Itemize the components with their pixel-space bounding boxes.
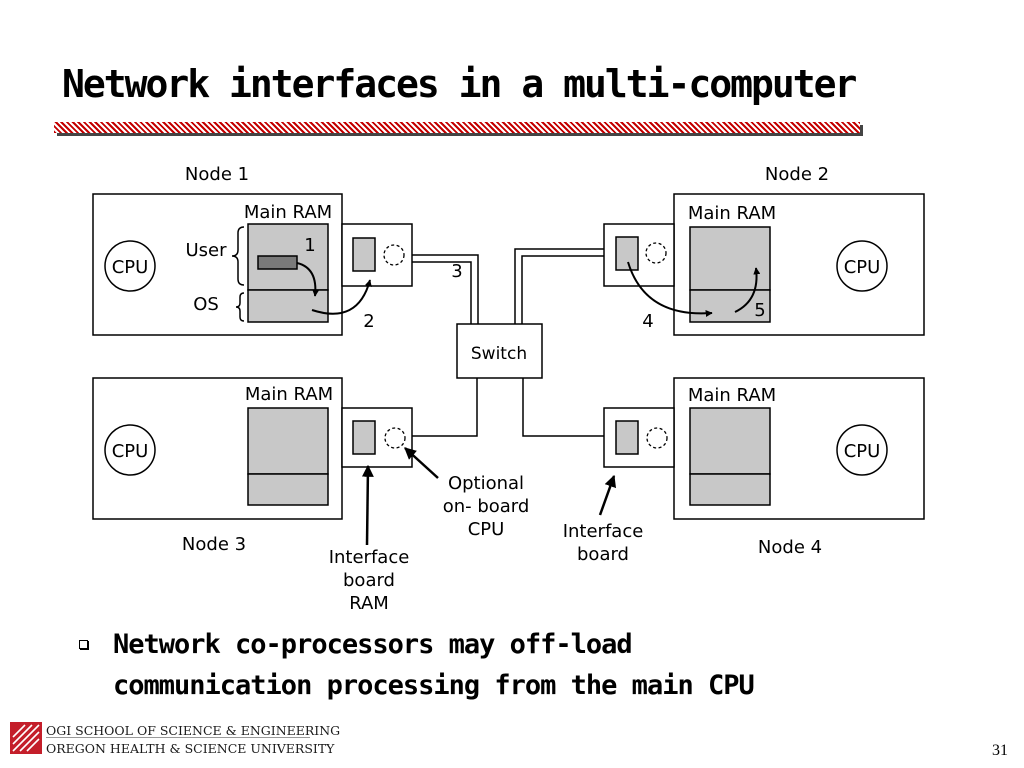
main-ram-os: [689, 473, 771, 506]
cpu: [836, 240, 888, 292]
interface-board-ram: [615, 236, 639, 271]
interface-board-ram: [615, 420, 639, 455]
main-ram-user: [247, 407, 329, 475]
annotation-line: RAM: [349, 593, 389, 614]
step-4-label: 4: [642, 311, 653, 332]
os-brace: [235, 292, 245, 322]
onboard-cpu: [645, 242, 667, 264]
node-label: Node 2: [765, 164, 829, 185]
bullet-text: Network co-processors may off-load commu…: [113, 624, 755, 706]
step-5-label: 5: [754, 300, 765, 321]
bullet-marker: [79, 640, 88, 649]
cpu-label: CPU: [112, 441, 149, 462]
bullet-line: Network co-processors may off-load: [113, 629, 633, 660]
cable-node2-switch: [514, 248, 627, 335]
cpu: [104, 424, 156, 476]
annotation-line: CPU: [468, 519, 505, 540]
onboard-cpu: [383, 244, 405, 266]
annotation-line: board: [343, 570, 395, 591]
callouts: [361, 447, 616, 546]
node-4: CPU Main RAM Node 4: [603, 377, 925, 558]
interface-board-ram-callout: [361, 464, 374, 546]
node-2: Node 2 CPU Main RAM: [603, 164, 925, 336]
ram-label: Main RAM: [244, 202, 332, 223]
ohsu-logo: [10, 722, 42, 754]
main-ram-os: [689, 289, 771, 323]
interface-board-ram: [352, 420, 376, 455]
cpu-label: CPU: [844, 257, 881, 278]
node-label: Node 3: [182, 534, 246, 555]
footer-school-name: OGI SCHOOL OF SCIENCE & ENGINEERING: [46, 723, 341, 738]
page-number: 31: [992, 742, 1008, 759]
switch: Switch: [456, 323, 543, 379]
footer-university-name: OREGON HEALTH & SCIENCE UNIVERSITY: [46, 741, 335, 756]
title-underline: [54, 122, 860, 133]
step-3-label: 3: [451, 261, 462, 282]
main-ram-user: [689, 226, 771, 291]
cpu: [104, 240, 156, 292]
interface-board-ram: [352, 237, 376, 272]
switch-label: Switch: [471, 344, 527, 364]
step-1-arrow: [296, 262, 320, 297]
ram-label: Main RAM: [688, 385, 776, 406]
optional-cpu-annotation: Optional on- board CPU: [443, 473, 530, 540]
cable-node2-switch-inner: [521, 255, 627, 335]
step-2-arrow: [311, 279, 372, 315]
user-brace: [231, 226, 245, 286]
node-3: CPU Main RAM Node 3: [92, 377, 413, 555]
footer-divider: [46, 737, 310, 738]
node-label: Node 4: [758, 537, 822, 558]
node-label: Node 1: [185, 164, 249, 185]
cpu-label: CPU: [844, 441, 881, 462]
os-label: OS: [193, 294, 219, 315]
ram-label: Main RAM: [688, 203, 776, 224]
ram-label: Main RAM: [245, 384, 333, 405]
onboard-cpu: [646, 427, 668, 449]
user-buffer: [257, 255, 298, 270]
node-1: Node 1 CPU Main RAM User OS: [92, 164, 413, 336]
interface-board-annotation: Interface board: [563, 521, 644, 565]
cpu: [836, 424, 888, 476]
interface-board-ram-annotation: Interface board RAM: [329, 547, 410, 614]
annotation-line: Optional: [448, 473, 524, 494]
optional-cpu-callout: [404, 447, 439, 479]
cable-node4-switch: [522, 378, 604, 437]
main-ram-os: [247, 473, 329, 506]
main-ram-user: [689, 407, 771, 475]
interface-board-callout: [598, 474, 616, 516]
message-path: [296, 261, 761, 317]
annotation-line: Interface: [563, 521, 644, 542]
step-4-arrow: [627, 261, 713, 317]
cable-node3-switch: [412, 378, 478, 437]
annotation-line: board: [577, 544, 629, 565]
interface-board: [603, 223, 675, 287]
cpu-label: CPU: [112, 257, 149, 278]
slide-title: Network interfaces in a multi-computer: [62, 62, 857, 106]
bullet-line: communication processing from the main C…: [113, 670, 755, 701]
step-2-label: 2: [363, 311, 374, 332]
onboard-cpu: [384, 427, 406, 449]
interface-board: [603, 407, 675, 468]
annotation-line: Interface: [329, 547, 410, 568]
annotation-line: on- board: [443, 496, 530, 517]
user-label: User: [185, 240, 227, 261]
step-5-arrow: [734, 267, 761, 313]
step-1-label: 1: [304, 235, 315, 256]
